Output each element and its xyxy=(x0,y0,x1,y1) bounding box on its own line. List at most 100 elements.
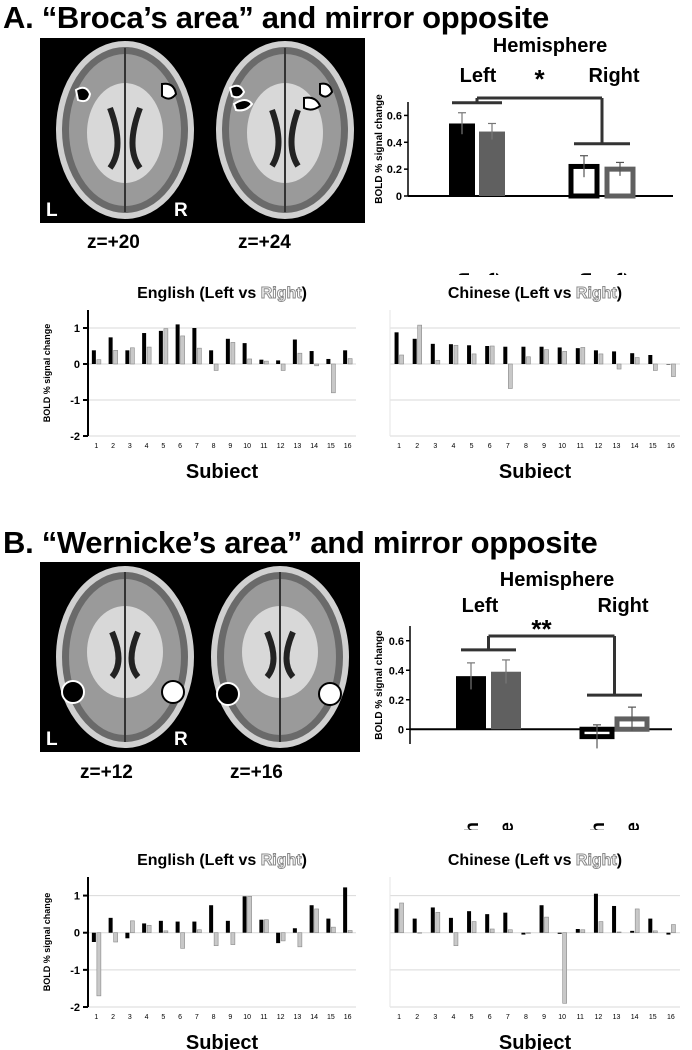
y-tick-label: 0.4 xyxy=(389,665,405,677)
bar-right-hemisphere xyxy=(489,345,495,365)
chart-title-main: English (Left vs xyxy=(137,852,261,869)
bar-right-hemisphere xyxy=(197,347,202,365)
y-tick-label: 0.6 xyxy=(389,636,404,648)
bar-right-hemisphere xyxy=(146,346,152,365)
bar-left-hemisphere xyxy=(630,353,635,364)
x-axis-label: Subject xyxy=(186,461,259,478)
significance-marker: ** xyxy=(531,614,552,644)
chart-title: Chinese (Left vs Right) xyxy=(448,285,622,302)
summary-bar xyxy=(568,163,600,199)
bar-right-hemisphere xyxy=(453,932,459,947)
x-tick-label: 1 xyxy=(397,1014,401,1021)
x-tick-label: 11 xyxy=(260,1014,267,1021)
chart-title-end: ) xyxy=(302,285,307,302)
bar-left-hemisphere xyxy=(412,918,417,933)
significance-marker: * xyxy=(534,64,545,94)
y-tick-label: 0 xyxy=(398,724,404,736)
chart-title: English (Left vs Right) xyxy=(137,285,307,302)
x-tick-label: 3 xyxy=(433,443,437,450)
chart-title-main: English (Left vs xyxy=(137,285,261,302)
x-tick-label: 7 xyxy=(506,443,510,450)
bar-right-hemisphere xyxy=(435,911,441,934)
bar-left-hemisphere xyxy=(430,907,435,933)
bar-left-hemisphere xyxy=(612,351,617,364)
category-label: Chinese xyxy=(623,822,644,830)
bar-right-hemisphere xyxy=(297,352,303,365)
x-tick-label: 14 xyxy=(310,1014,318,1021)
x-tick-label: 13 xyxy=(293,443,301,450)
bar-left-hemisphere xyxy=(91,350,96,364)
bar-right-hemisphere xyxy=(671,363,676,377)
bar-left-hemisphere xyxy=(292,339,297,364)
x-tick-label: 1 xyxy=(397,443,401,450)
x-tick-label: 14 xyxy=(631,1014,639,1021)
x-tick-label: 2 xyxy=(111,1014,115,1021)
bar-left-hemisphere xyxy=(521,346,526,364)
panel-a-mri: L R xyxy=(40,38,365,223)
y-tick-label: 0 xyxy=(74,359,80,371)
bar-right-hemisphere xyxy=(417,932,422,934)
chart-title: English (Left vs Right) xyxy=(137,852,307,869)
bar-right-hemisphere xyxy=(634,357,640,365)
x-tick-label: 16 xyxy=(344,1014,352,1021)
right-marker: R xyxy=(174,729,188,750)
bar-left-hemisphere xyxy=(575,348,580,364)
x-tick-label: 5 xyxy=(161,1014,165,1021)
summary-bar xyxy=(449,123,475,196)
y-tick-label: -1 xyxy=(70,965,80,977)
y-axis-label: BOLD % signal change xyxy=(42,324,52,423)
brain-slice-b2 xyxy=(211,566,349,748)
bar-left-hemisphere xyxy=(485,914,490,933)
bar-right-hemisphere xyxy=(616,363,622,370)
y-tick-label: 1 xyxy=(74,891,80,903)
bar-left-hemisphere xyxy=(142,923,147,933)
bar-right-hemisphere xyxy=(580,929,586,934)
x-tick-label: 12 xyxy=(595,1014,603,1021)
bar-left-hemisphere xyxy=(539,905,544,933)
brain-slice-b1 xyxy=(56,566,194,748)
bar-left-hemisphere xyxy=(412,338,417,364)
bar-left-hemisphere xyxy=(192,328,197,364)
bar-right-hemisphere xyxy=(197,929,202,934)
x-tick-label: 2 xyxy=(415,443,419,450)
bar-right-hemisphere xyxy=(180,335,185,365)
y-tick-label: 0.2 xyxy=(387,164,402,176)
bar-right-hemisphere xyxy=(331,926,336,934)
bar-right-hemisphere xyxy=(544,916,549,934)
bar-left-hemisphere xyxy=(575,929,580,933)
bar-right-hemisphere xyxy=(347,358,353,365)
x-tick-label: 10 xyxy=(558,1014,566,1021)
bar-left-hemisphere xyxy=(503,912,508,933)
x-tick-label: 7 xyxy=(195,443,199,450)
chart-title-end: ) xyxy=(617,285,622,302)
bar-left-hemisphere xyxy=(648,918,653,933)
chart-title-end: ) xyxy=(302,852,307,869)
bar-left-hemisphere xyxy=(648,355,653,364)
x-tick-label: 2 xyxy=(415,1014,419,1021)
x-tick-label: 4 xyxy=(451,1014,455,1021)
slice-label-a2: z=+24 xyxy=(238,232,291,253)
category-label: Chinese xyxy=(497,822,518,830)
x-tick-label: 10 xyxy=(243,443,251,450)
bar-right-hemisphere xyxy=(526,932,531,934)
x-tick-label: 5 xyxy=(470,1014,474,1021)
bar-left-hemisphere xyxy=(292,928,297,933)
bar-right-hemisphere xyxy=(331,363,336,394)
x-tick-label: 15 xyxy=(649,443,657,450)
x-tick-label: 6 xyxy=(178,443,182,450)
x-tick-label: 6 xyxy=(178,1014,182,1021)
bar-left-hemisphere xyxy=(666,932,671,935)
bar-left-hemisphere xyxy=(394,332,399,364)
bar-right-hemisphere xyxy=(399,902,404,934)
bar-right-hemisphere xyxy=(96,932,102,997)
bar-right-hemisphere xyxy=(280,363,286,371)
chart-title-right: Right xyxy=(261,285,303,302)
left-marker: L xyxy=(46,200,58,221)
x-tick-label: 4 xyxy=(145,443,149,450)
slice-label-b2: z=+16 xyxy=(230,762,283,783)
bar-right-hemisphere xyxy=(314,363,319,367)
x-tick-label: 4 xyxy=(451,443,455,450)
bar-right-hemisphere xyxy=(598,921,604,934)
